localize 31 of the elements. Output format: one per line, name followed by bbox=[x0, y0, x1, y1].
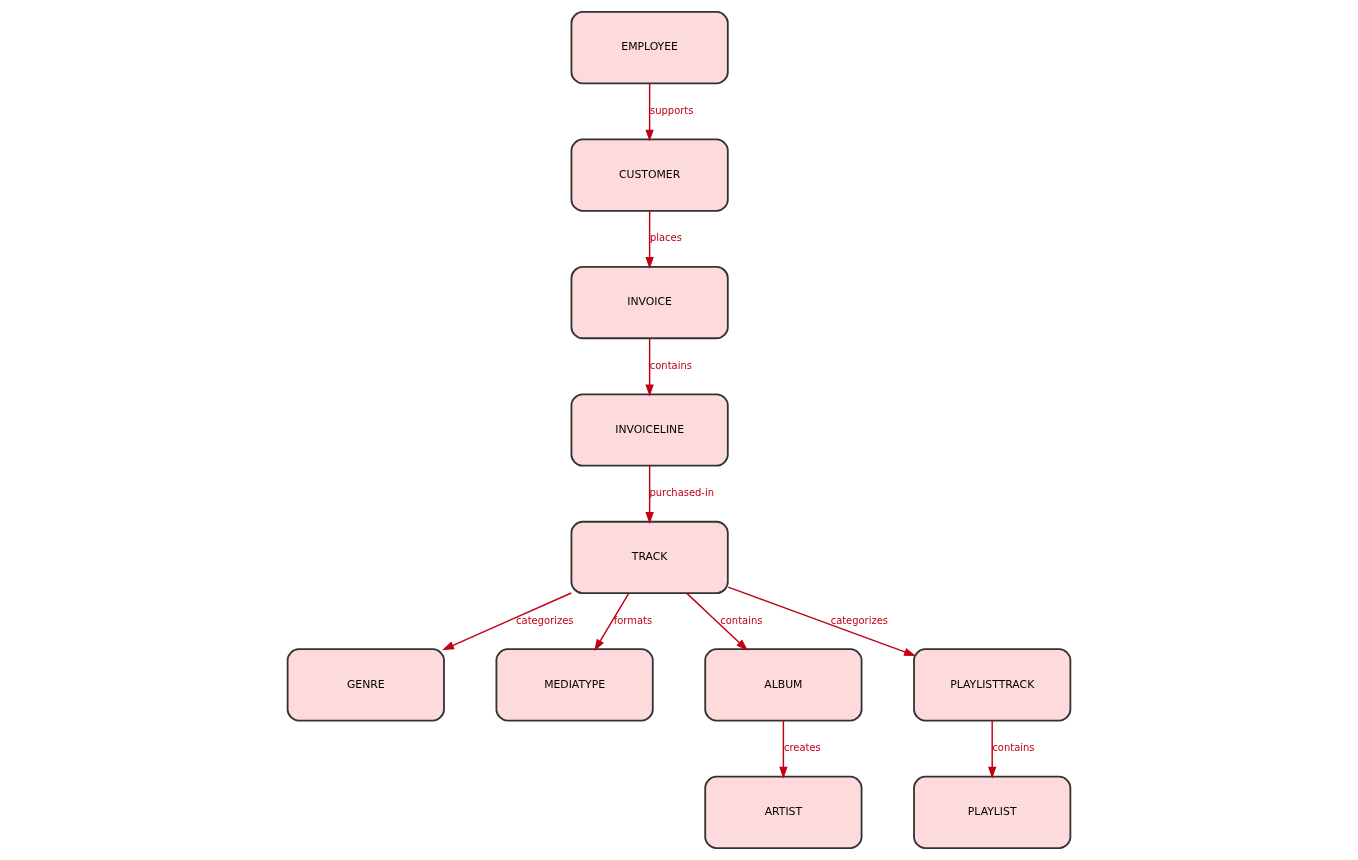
node-box: TRACK bbox=[570, 520, 729, 595]
edge-label: purchased-in bbox=[649, 487, 714, 499]
arrow bbox=[442, 592, 573, 651]
node-box: INVOICE bbox=[570, 265, 729, 340]
edge-label: formats bbox=[613, 614, 653, 626]
arrow bbox=[686, 592, 748, 651]
node-box: CUSTOMER bbox=[570, 138, 729, 212]
node-box: GENRE bbox=[286, 648, 445, 722]
arrow bbox=[594, 592, 630, 652]
node-box: PLAYLISTTRACK bbox=[913, 648, 1072, 722]
edge-label: categorizes bbox=[516, 614, 574, 626]
node-box: MEDIATYPE bbox=[495, 648, 654, 722]
node-box: PLAYLIST bbox=[913, 775, 1072, 849]
arrow bbox=[645, 82, 654, 142]
node-box: INVOICELINE bbox=[570, 393, 729, 467]
edge-label: contains bbox=[649, 359, 692, 371]
arrow bbox=[727, 586, 917, 657]
node-box: ALBUM bbox=[704, 648, 863, 722]
arrow bbox=[779, 720, 788, 779]
arrow bbox=[645, 465, 654, 524]
node-box: ARTIST bbox=[704, 775, 863, 849]
arrow bbox=[988, 720, 997, 779]
edge-label: creates bbox=[784, 742, 821, 754]
edge-label: places bbox=[649, 232, 682, 244]
node-box: EMPLOYEE bbox=[570, 11, 729, 85]
edge-label: contains bbox=[992, 742, 1035, 754]
edge-label: contains bbox=[720, 614, 763, 626]
edge-label: supports bbox=[650, 104, 694, 116]
edge-label: categorizes bbox=[830, 614, 888, 626]
arrow bbox=[645, 337, 654, 397]
arrow bbox=[645, 210, 654, 270]
